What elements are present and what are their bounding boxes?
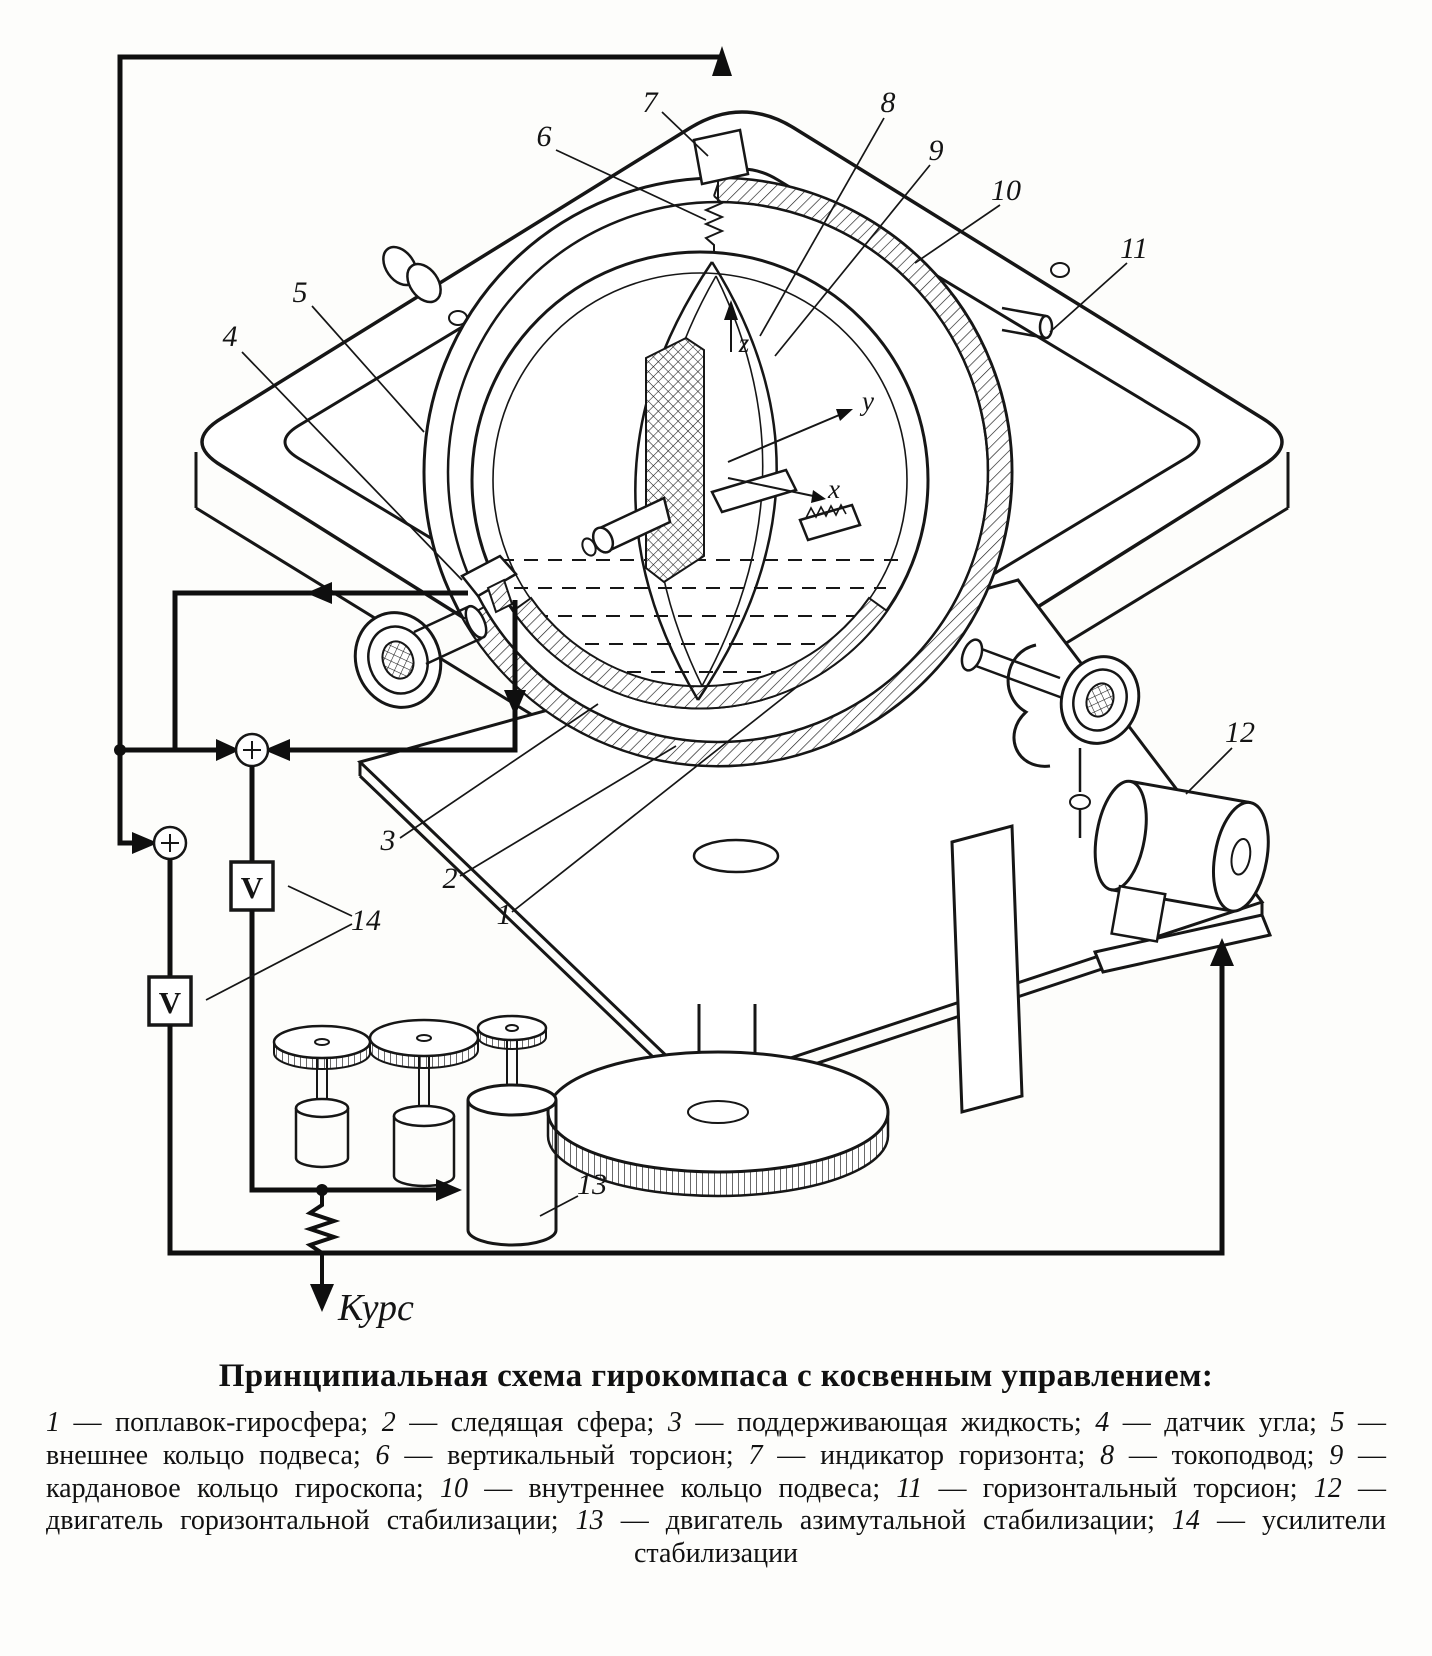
callout-8: 8 [881, 86, 896, 119]
left-bearing-assembly [353, 554, 518, 709]
plate-hole [692, 838, 780, 874]
angle-sensor-block [460, 554, 518, 598]
legend-item: 11 — горизонтальный торсион; [896, 1472, 1298, 1504]
legend-item: 1 — поплавок-гиросфера; [46, 1407, 369, 1438]
callout-5: 5 [293, 276, 308, 309]
legend-item: 3 — поддерживающая жидкость; [667, 1407, 1082, 1438]
figure-caption: Принципиальная схема гирокомпаса с косве… [46, 1358, 1386, 1571]
horizon-indicator-plate [692, 128, 750, 186]
summing-junction-horizontal [152, 825, 188, 861]
callout-6: 6 [537, 120, 552, 153]
callout-11: 11 [1120, 232, 1148, 265]
callout-14: 14 [351, 904, 381, 937]
callout-9: 9 [929, 134, 944, 167]
axis-labels: z y x [738, 328, 874, 504]
legend-item: 4 — датчик угла; [1095, 1407, 1317, 1438]
course-label: Курс [337, 1287, 414, 1329]
summing-junction-azimuth [234, 732, 270, 768]
current-supply-comb [798, 503, 862, 542]
inner-bracket-column [645, 336, 705, 584]
legend-item: 2 — следящая сфера; [381, 1407, 655, 1438]
legend-item: 12 — двигатель горизонтальной стабилизац… [46, 1472, 1386, 1537]
callout-7: 7 [643, 86, 660, 119]
stabilization-amplifier-2 [147, 975, 193, 1027]
axes-arrows [724, 300, 853, 503]
liquid-crescent [511, 596, 889, 710]
azimuth-disk [546, 1050, 890, 1198]
axis-label-z: z [738, 328, 750, 358]
rotor-shaft [581, 496, 672, 557]
frame-pin-right [1001, 262, 1070, 340]
legend-item: 10 — внутреннее кольцо подвеса; [439, 1472, 881, 1504]
legend-item: 6 — вертикальный торсион; [375, 1439, 734, 1471]
legend-item: 5 — внешнее кольцо подвеса; [46, 1407, 1387, 1471]
callout-leaders [205, 111, 1233, 1217]
callout-13: 13 [577, 1168, 607, 1201]
azimuth-motor-group [272, 1014, 558, 1247]
gyrocompass-diagram: V Курс V 1 2 3 [114, 46, 1290, 1329]
motor-12-stand [950, 824, 1273, 1114]
control-circuit: V Курс V [114, 46, 1234, 1329]
azimuth-stabilization-motor [466, 1014, 558, 1247]
callout-12: 12 [1225, 716, 1255, 749]
gyrosphere [470, 128, 930, 710]
callout-2: 2 [443, 862, 458, 895]
supporting-liquid [500, 559, 900, 673]
amplifier-1-label: V [241, 870, 264, 905]
legend-item: 8 — токоподвод; [1100, 1439, 1315, 1471]
amplifier-2-label: V [159, 985, 182, 1020]
axis-label-y: y [859, 386, 874, 416]
callout-4: 4 [223, 320, 238, 353]
callout-numbers: 1 2 3 4 5 6 7 8 9 10 11 12 13 14 [223, 86, 1256, 1201]
caption-title: Принципиальная схема гирокомпаса с косве… [218, 1358, 1214, 1394]
right-bearing-assembly [960, 638, 1141, 838]
callout-1: 1 [497, 898, 512, 931]
legend-item: 13 — двигатель азимутальной стабилизации… [575, 1505, 1155, 1537]
course-output: Курс [303, 1190, 414, 1329]
horizontal-stabilization-motor [1093, 779, 1270, 943]
legend-item: 14 — усилители стабилизации [633, 1505, 1387, 1569]
legend-item: 7 — индикатор горизонта; [748, 1439, 1086, 1471]
vertical-torsion [703, 183, 725, 252]
legend-item: 9 — кардановое кольцо гироскопа; [46, 1439, 1386, 1504]
callout-10: 10 [991, 174, 1021, 207]
frame-knob-left [382, 245, 468, 326]
flywheel-2 [368, 1018, 480, 1188]
flywheel-1 [272, 1024, 372, 1169]
callout-3: 3 [380, 824, 396, 857]
caption-legend: 1 — поплавок-гиросфера; 2 — следящая сфе… [46, 1407, 1386, 1571]
axis-label-x: x [827, 474, 840, 504]
inner-bracket-arm [710, 468, 798, 514]
